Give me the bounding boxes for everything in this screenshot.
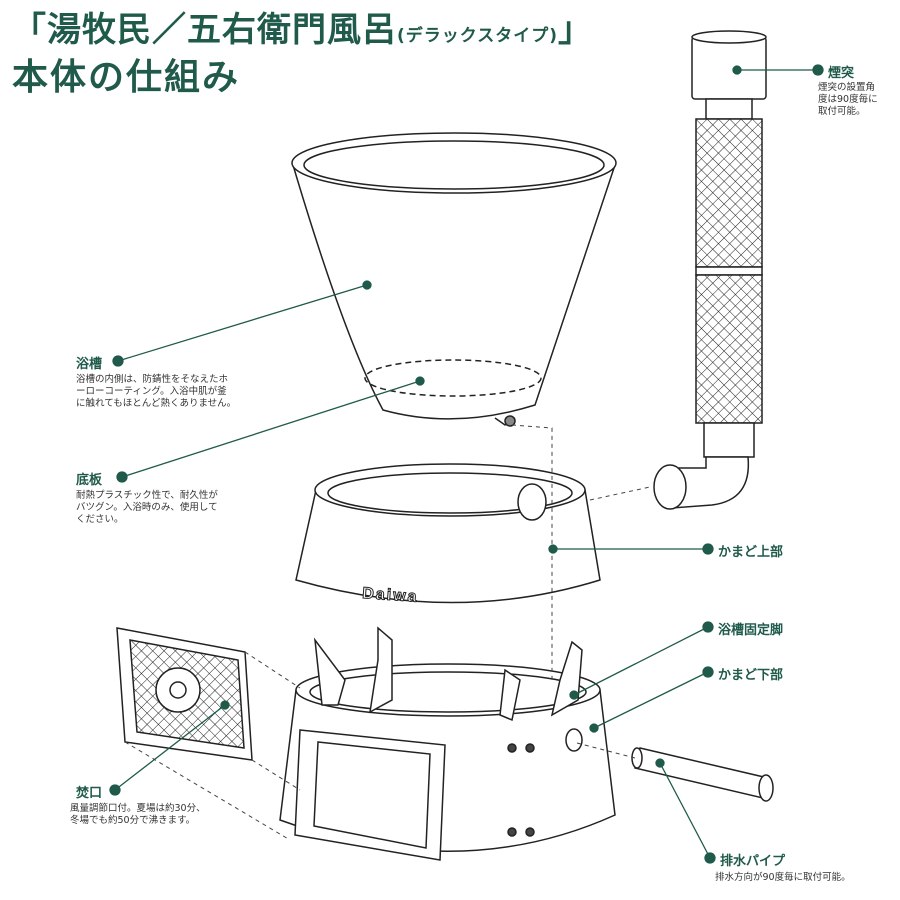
leader-lines xyxy=(109,64,824,864)
page-title-line1: 「湯牧民／五右衛門風呂(デラックスタイプ)」 xyxy=(12,10,594,50)
brand-logo: Daiwa xyxy=(362,585,419,606)
chimney-desc: 煙突の設置角 度は90度毎に 取付可能。 xyxy=(818,82,878,117)
bathtub xyxy=(291,132,617,427)
stove-upper xyxy=(295,463,601,604)
firebox-door-desc: 風量調節口付。夏場は約30分、 冬場でも約50分で沸きます。 xyxy=(70,803,206,826)
firebox-door-label: 焚口 xyxy=(76,786,103,801)
stove-lower-label: かまど下部 xyxy=(718,668,784,683)
drain-pipe-desc: 排水方向が90度毎に取付可能。 xyxy=(715,872,851,883)
chimney xyxy=(653,30,767,510)
stove-upper-label: かまど上部 xyxy=(718,545,784,560)
drain-pipe-label: 排水パイプ xyxy=(720,854,786,869)
tub-legs-label: 浴槽固定脚 xyxy=(718,623,784,638)
tub-desc: 浴槽の内側は、防錆性をそなえたホ ーローコーティング。入浴中肌が釜 に触れてもほ… xyxy=(76,374,237,409)
assembly-guides xyxy=(124,424,651,841)
tub-label: 浴槽 xyxy=(76,357,103,372)
bottom-plate-desc: 耐熱プラスチック性で、耐久性が バツグン。入浴時のみ、使用して ください。 xyxy=(76,490,218,525)
drain-pipe xyxy=(631,747,774,802)
page-title-line2: 本体の仕組み xyxy=(12,57,241,98)
bottom-plate-label: 底板 xyxy=(76,473,103,488)
chimney-label: 煙突 xyxy=(828,66,855,81)
firebox-door xyxy=(116,627,253,761)
